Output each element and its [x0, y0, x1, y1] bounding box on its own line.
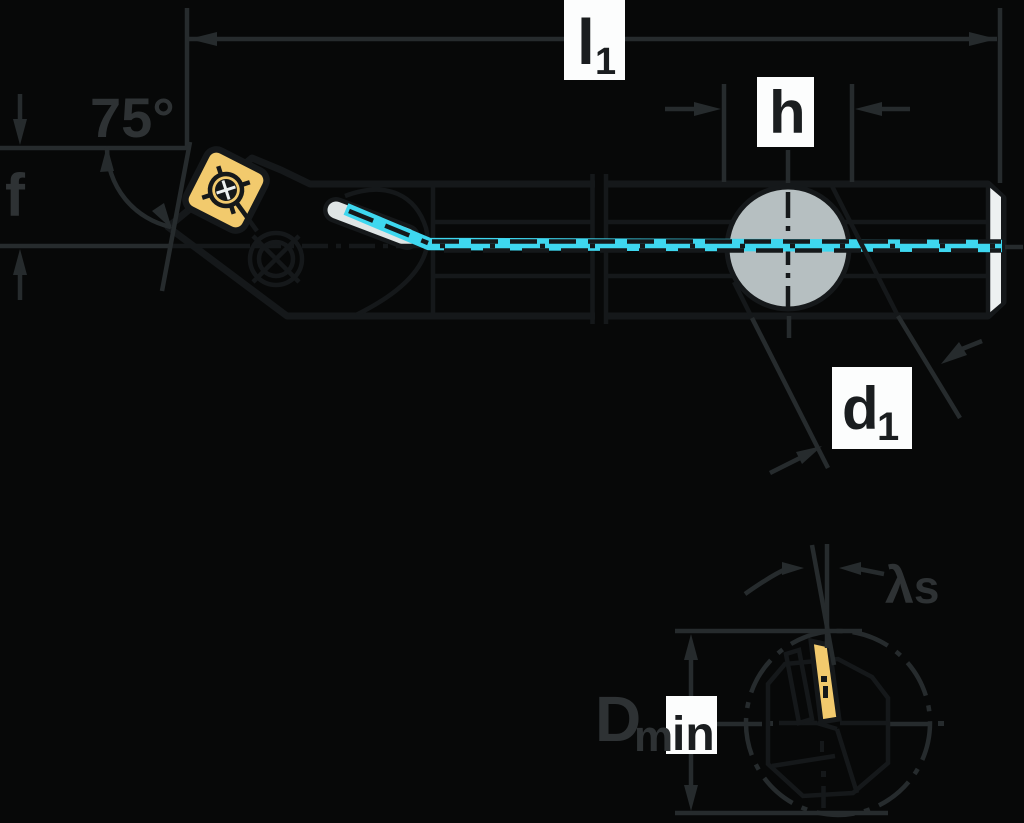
angle-75: 75° [90, 86, 193, 292]
insert-shim [783, 647, 815, 726]
label-d1: d1 [842, 375, 899, 449]
clamp-screw-icon [247, 230, 305, 288]
screw-axis-leader [234, 200, 259, 233]
torx-tick [201, 192, 212, 200]
label-75deg: 75° [90, 86, 175, 149]
dimension-tail [768, 455, 802, 476]
diameter-extension-line [731, 280, 755, 320]
side-view [164, 146, 1023, 338]
diameter-extension-line [896, 314, 962, 420]
arrowhead-left [782, 562, 804, 575]
arrowhead [941, 342, 967, 364]
torx-screw-icon [207, 171, 245, 209]
label-box-d1 [832, 367, 912, 449]
label-box-h [757, 77, 814, 147]
dimension-dmin: Dmin [595, 628, 888, 816]
center-dot [938, 721, 944, 726]
insert-centerline-dot [821, 676, 827, 682]
label-box-l1 [564, 0, 625, 80]
arrowhead-right [839, 562, 861, 575]
label-dmin: Dmin [595, 683, 715, 761]
screw-outer-circle [247, 230, 305, 288]
center-dot [821, 771, 826, 777]
coolant-hidden-line [348, 208, 429, 246]
coolant-channel [343, 203, 1003, 253]
center-dash [820, 741, 824, 752]
screw-inner-circle [256, 239, 296, 279]
indexable-insert-group [182, 146, 270, 234]
dimension-l1: l1 [184, 0, 1003, 183]
diameter-extension-line [749, 316, 831, 470]
angle-lambda-s: λs [743, 544, 940, 666]
end-view [716, 628, 944, 818]
pocket-line [771, 753, 836, 769]
leader-curve [743, 566, 787, 596]
bar-cross-section [765, 656, 891, 799]
dimension-d1: d1 [731, 184, 983, 476]
leader-line [858, 566, 885, 577]
label-h: h [769, 79, 806, 146]
diameter-extension-line [829, 184, 901, 318]
label-l1: l1 [577, 6, 616, 83]
boring-bar-body [164, 154, 1007, 320]
pocket-line [834, 728, 860, 794]
torx-star [216, 185, 236, 195]
head-transition-curve [344, 187, 430, 318]
dimension-f: f [0, 94, 189, 300]
label-f: f [5, 162, 26, 229]
screw-cross-line [251, 234, 301, 284]
torx-tick [240, 180, 251, 188]
arrowhead-right [969, 32, 997, 46]
label-lambda-s: λs [885, 557, 940, 615]
dimension-tail [961, 338, 983, 352]
arrowhead-up [13, 249, 27, 275]
arrowhead-left [189, 32, 217, 46]
torx-tick [228, 204, 236, 215]
dimension-h: h [665, 77, 910, 182]
insert-centerline-dash [823, 686, 828, 698]
center-dot [768, 721, 773, 726]
arrowhead-down [13, 119, 27, 145]
arc-arrowhead-bottom [152, 203, 172, 229]
cutting-edge-line [159, 141, 193, 292]
label-box-dmin [666, 696, 717, 754]
arrowhead-right [855, 102, 882, 116]
insert-axis-line [809, 544, 837, 666]
torx-tick [216, 165, 224, 176]
arrowhead-down [684, 785, 698, 811]
arrowhead [796, 446, 822, 464]
arc-arrowhead-top [100, 146, 114, 172]
arrowhead-left [694, 102, 721, 116]
arrowhead-up [684, 634, 698, 660]
